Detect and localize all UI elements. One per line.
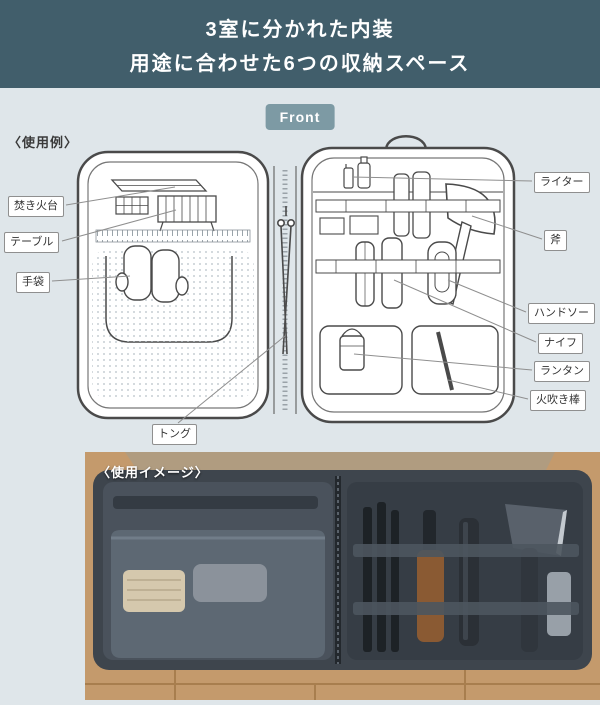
axe-head-photo — [505, 504, 567, 556]
bag-right-panel — [300, 135, 516, 424]
label-fire-blow-stick: 火吹き棒 — [530, 390, 586, 411]
leather-sheath — [417, 550, 444, 642]
label-handsaw: ハンドソー — [528, 303, 595, 324]
header-line1: 3室に分かれた内装 — [205, 18, 395, 41]
label-fire-pit: 焚き火台 — [8, 196, 64, 217]
usage-image-caption: 〈使用イメージ〉 — [97, 465, 209, 480]
front-badge: Front — [265, 104, 335, 130]
right-straps — [353, 544, 579, 615]
second-knife-photo — [459, 518, 479, 646]
lighter-drawing — [343, 164, 354, 189]
handle-drawing — [384, 135, 428, 150]
header-line2: 用途に合わせた6つの収納スペース — [129, 52, 471, 75]
pole-tools — [363, 502, 399, 652]
lantern-drawing — [339, 328, 365, 371]
gloves-drawing — [115, 245, 189, 303]
label-tongs: トング — [152, 424, 197, 445]
gray-roll-item — [193, 564, 267, 602]
label-lantern: ランタン — [534, 361, 590, 382]
strap-row-top — [315, 199, 501, 213]
grill-drawing — [115, 196, 149, 215]
table-drawing — [157, 195, 217, 232]
label-knife: ナイフ — [538, 333, 583, 354]
usage-photo: 〈使用イメージ〉 — [85, 452, 600, 700]
zipper-drawing — [273, 166, 297, 414]
header-banner: 3室に分かれた内装 用途に合わせた6つの収納スペース — [0, 0, 600, 88]
strap-row-mid — [315, 259, 501, 274]
left-strap — [113, 496, 318, 509]
label-axe: 斧 — [544, 230, 567, 251]
label-table: テーブル — [4, 232, 60, 253]
leader-lines — [51, 176, 543, 424]
knife-handle-photo — [423, 510, 436, 554]
tongs-drawing — [276, 206, 295, 355]
label-lighter: ライター — [534, 172, 590, 193]
bag-left-panel — [76, 150, 270, 420]
wood-plank-seams — [85, 667, 600, 700]
usage-example-caption: 〈使用例〉 — [8, 135, 79, 150]
axe-handle-photo — [521, 548, 538, 652]
knit-item — [123, 570, 185, 612]
bottle-drawing — [357, 156, 371, 189]
label-gloves: 手袋 — [16, 272, 50, 293]
fire-pit-drawing — [110, 179, 208, 192]
bag-line-diagram — [51, 135, 543, 424]
usage-photo-illustration — [85, 452, 600, 700]
mesh-band — [95, 229, 251, 243]
